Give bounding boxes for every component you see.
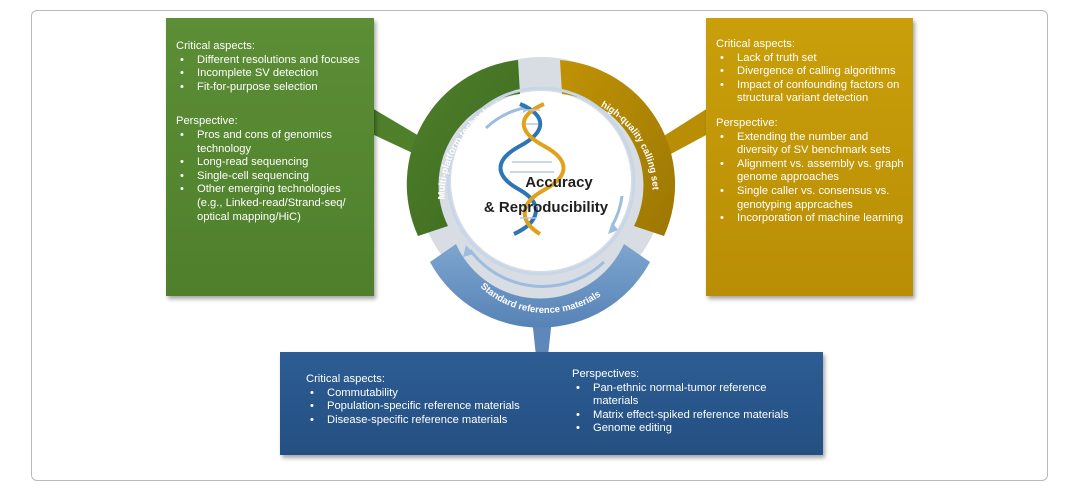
center-disk [455,95,627,267]
left-perspective-item: Pros and cons of genomics technology [176,129,366,156]
multi-platform-panel: Critical aspects: Different resolutions … [166,18,374,296]
right-perspective-title: Perspective: [716,116,778,129]
ring-segment-left [406,60,520,236]
center-title-line1: Accuracy [525,174,593,191]
left-critical-list: Different resolutions and focuses Incomp… [176,54,366,95]
bottom-critical-list: Commutability Population-specific refere… [306,387,520,428]
bottom-perspective-item: Pan-ethnic normal-tumor reference materi… [572,382,812,409]
left-critical-item: Fit-for-purpose selection [176,81,366,95]
right-critical-item: Divergence of calling algorithms [716,65,905,79]
cycle-arrow-left [484,106,525,130]
inner-ring-track [446,86,636,276]
right-perspective-item: Single caller vs. consensus vs. genotypi… [716,185,905,212]
right-critical-item: Lack of truth set [716,52,905,66]
cycle-arrow-bottom [468,249,606,288]
bottom-perspective-list: Pan-ethnic normal-tumor reference materi… [572,382,812,436]
bottom-perspective-column: Perspectives: Pan-ethnic normal-tumor re… [572,368,812,436]
right-critical-title: Critical aspects: [716,38,795,50]
right-perspective-item: Alignment vs. assembly vs. graph genome … [716,158,905,185]
left-perspective-title: Perspective: [176,115,238,128]
ring-segment-right [560,60,676,236]
left-critical-item: Different resolutions and focuses [176,54,366,68]
bottom-perspective-title: Perspectives: [572,368,640,380]
bottom-critical-title: Critical aspects: [306,373,385,385]
right-perspective-list: Extending the number and diversity of SV… [716,131,905,226]
cycle-arrowhead-right [608,222,618,234]
bottom-critical-item: Population-specific reference materials [306,400,520,414]
bottom-critical-item: Disease-specific reference materials [306,414,520,428]
bottom-critical-item: Commutability [306,387,520,401]
left-perspective-item: Other emerging technologies (e.g., Linke… [176,183,366,224]
center-title-line2: & Reproducibility [484,199,609,216]
right-perspective-item: Extending the number and diversity of SV… [716,131,905,158]
ring-segment-bottom [430,244,650,328]
reference-materials-panel: Critical aspects: Commutability Populati… [280,352,823,455]
bottom-perspective-item: Genome editing [572,422,812,436]
left-perspective-item: Long-read sequencing [176,156,366,170]
left-critical-item: Incomplete SV detection [176,67,366,81]
right-critical-item: Impact of confounding factors on structu… [716,79,905,106]
dna-helix-icon [498,102,566,236]
calling-set-panel: Critical aspects: Lack of truth set Dive… [706,18,913,296]
right-perspective-item: Incorporation of machine learning [716,212,905,226]
left-critical-title: Critical aspects: [176,40,255,52]
right-critical-list: Lack of truth set Divergence of calling … [716,52,905,106]
cycle-arrowhead-bottom [463,245,474,257]
bottom-critical-column: Critical aspects: Commutability Populati… [306,373,520,427]
left-perspective-list: Pros and cons of genomics technology Lon… [176,129,366,224]
bottom-perspective-item: Matrix effect-spiked reference materials [572,409,812,423]
left-perspective-item: Single-cell sequencing [176,170,366,184]
